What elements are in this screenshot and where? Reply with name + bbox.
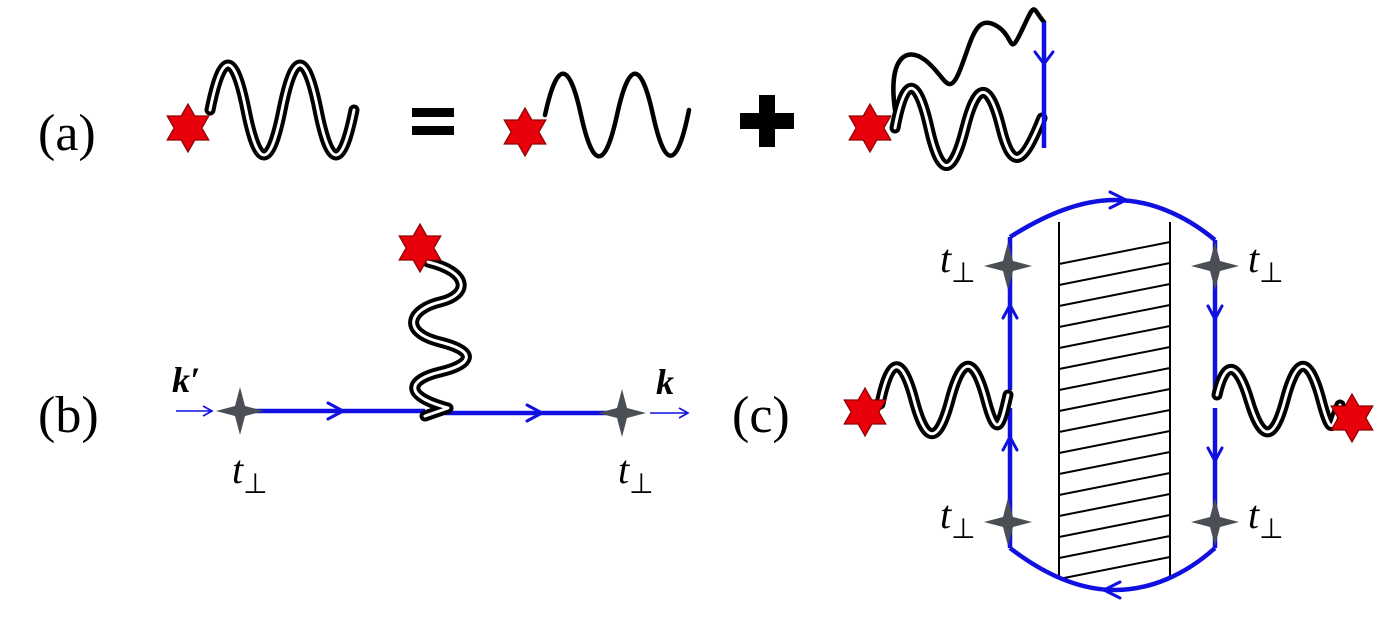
fermion-arc-top [1008, 197, 1217, 242]
hatch-lines [1058, 241, 1171, 580]
fermion-arrow-bottom [1102, 580, 1122, 600]
hatch-line [1058, 556, 1171, 580]
hatch-line [1058, 367, 1171, 391]
hatch-line [1058, 325, 1171, 349]
panel-label-a: (a) [38, 105, 96, 162]
equals-sign [412, 108, 454, 135]
hatch-line [1058, 514, 1171, 538]
fermion-arrow-top [1108, 190, 1128, 210]
ladder-vertex-block [1058, 222, 1171, 580]
hatch-line [1058, 451, 1171, 475]
hatch-line [1058, 472, 1171, 496]
panel-c: (c) [732, 190, 1374, 600]
vertex-star-icon [1191, 498, 1239, 546]
panel-label-c: (c) [732, 387, 790, 444]
dressed-boson-right [1211, 361, 1346, 438]
momentum-in-label: k′ [172, 360, 200, 400]
hatch-line [1058, 493, 1171, 517]
fermion-arc-bottom [1008, 546, 1217, 593]
source-star-icon [503, 107, 547, 157]
hatch-line [1058, 241, 1171, 265]
panel-a: (a) [38, 7, 1055, 171]
vertex-label-left: t⊥ [232, 447, 268, 500]
source-star-icon [848, 103, 892, 153]
bare-boson-propagator [542, 71, 692, 159]
dressed-boson-loop-term [889, 7, 1055, 171]
fermion-arrow-right-upper [1206, 304, 1224, 321]
hatch-line [1058, 409, 1171, 433]
vertex-star-icon [216, 387, 264, 435]
hatch-line [1058, 262, 1171, 286]
dressed-boson-left [874, 361, 1014, 439]
vertex-label-bottom-left: t⊥ [940, 492, 976, 545]
fermion-arrow-left [326, 401, 345, 421]
hatch-line [1058, 283, 1171, 307]
dressed-boson-vertical [408, 256, 472, 422]
source-star-icon [166, 103, 210, 153]
outgoing-momentum-arrow [650, 407, 690, 419]
dressed-boson-propagator [204, 59, 360, 161]
plus-sign [740, 95, 794, 147]
vertex-label-top-left: t⊥ [940, 236, 976, 289]
vertex-star-icon [1191, 242, 1239, 290]
panel-b: (b) k′ k t⊥ t⊥ [38, 223, 690, 500]
vertex-star-icon [984, 242, 1032, 290]
vertex-star-icon [598, 389, 646, 437]
vertex-label-right: t⊥ [618, 447, 654, 500]
fermion-arrow-right [525, 403, 544, 423]
hatch-line [1058, 304, 1171, 328]
hatch-line [1058, 430, 1171, 454]
vertex-star-icon [984, 498, 1032, 546]
fermion-arrow-left-upper [1001, 303, 1019, 320]
incoming-momentum-arrow [176, 405, 214, 417]
hatch-line [1058, 346, 1171, 370]
vertex-label-bottom-right: t⊥ [1248, 492, 1284, 545]
hatch-line [1058, 388, 1171, 412]
fermion-arrow-left-lower [1001, 435, 1019, 452]
panel-label-b: (b) [38, 387, 99, 444]
momentum-out-label: k [656, 362, 674, 402]
hatch-line [1058, 535, 1171, 559]
vertex-label-top-right: t⊥ [1248, 236, 1284, 289]
fermion-arrow-right-lower [1206, 446, 1224, 463]
